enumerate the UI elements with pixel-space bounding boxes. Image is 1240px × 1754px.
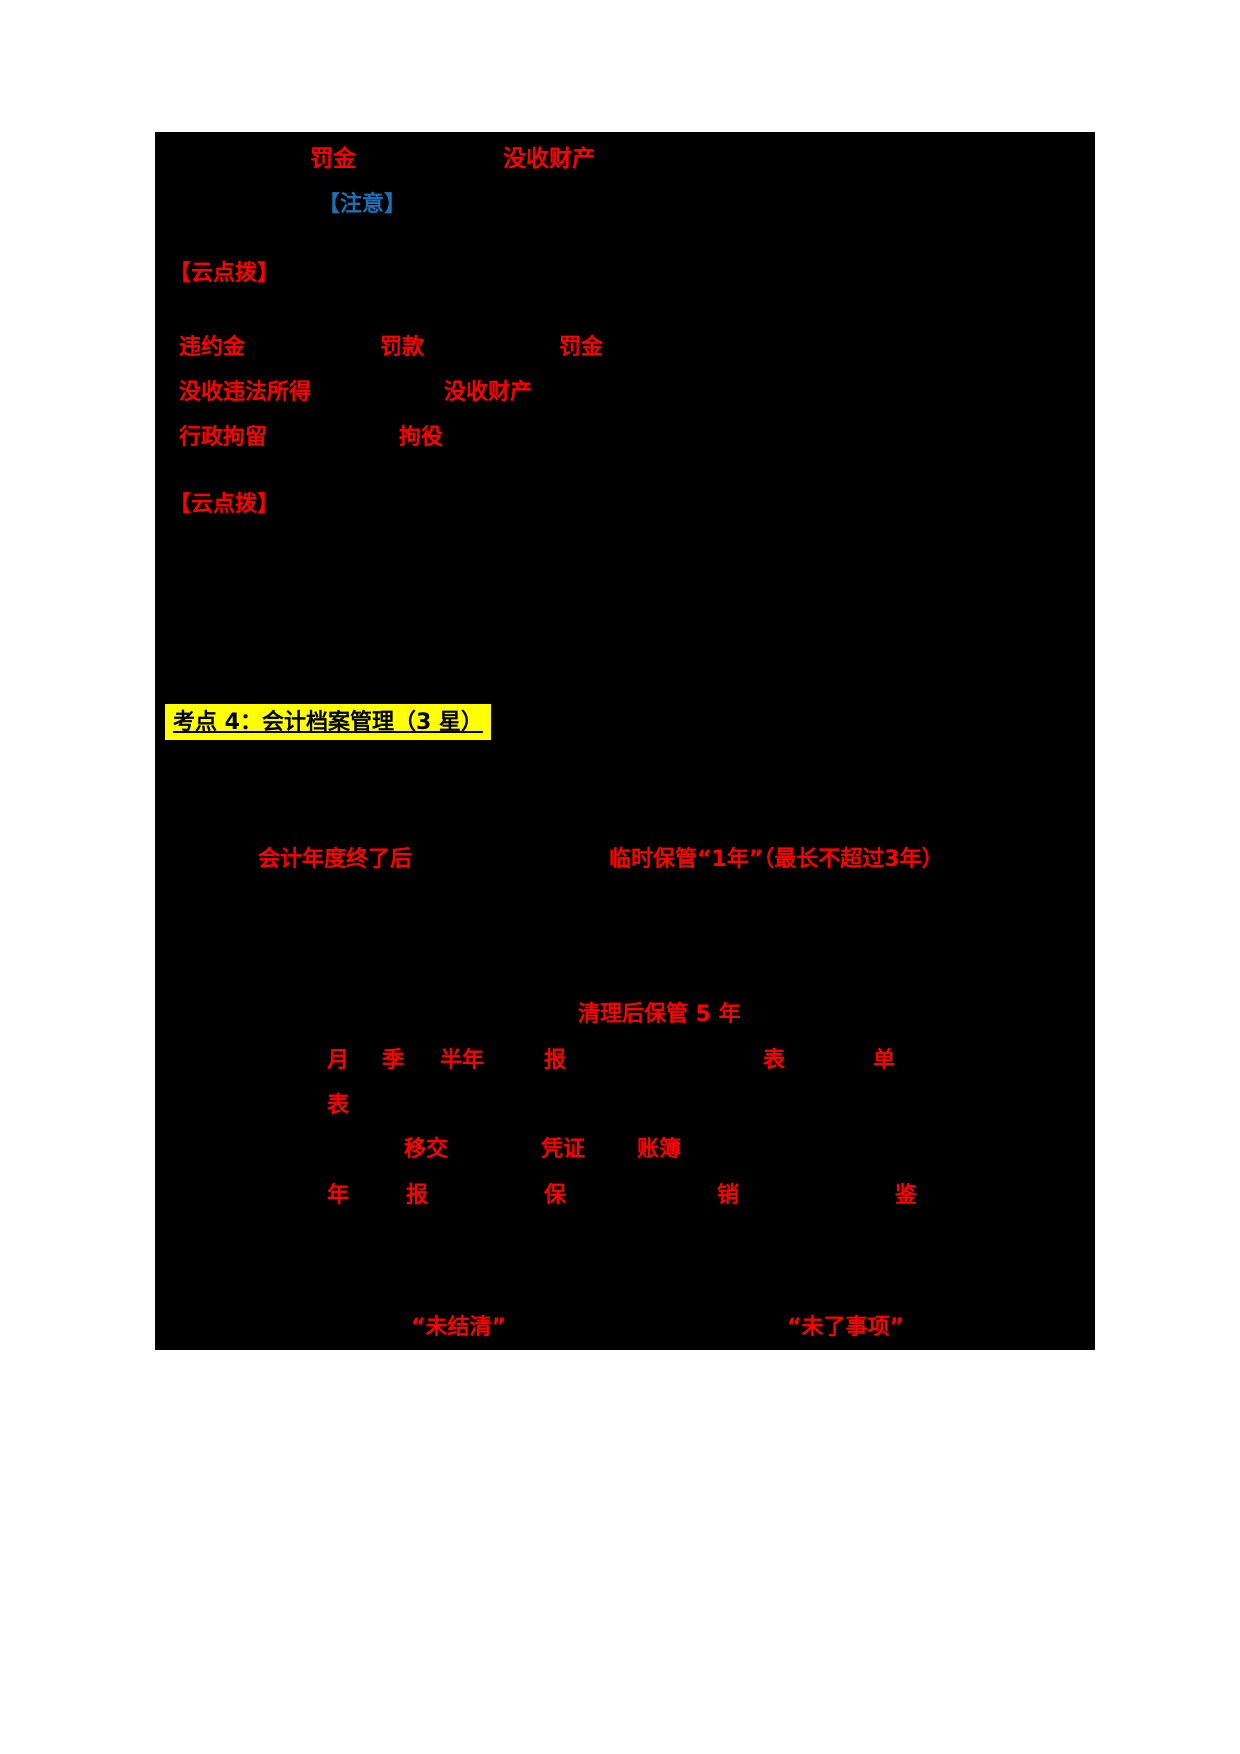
text-run: 鉴 <box>895 1183 918 1208</box>
text-run: 表 <box>763 1048 786 1073</box>
text-run: 【云点拨】 <box>169 492 280 517</box>
text-run: 没收违法所得 <box>179 380 312 405</box>
text-run: 账簿 <box>637 1137 682 1162</box>
text-run: 销 <box>717 1183 740 1208</box>
text-run: 半年 <box>440 1048 485 1073</box>
text-run: 【注意】 <box>318 192 407 217</box>
text-run: 凭证 <box>541 1137 586 1162</box>
text-run: “未了事项” <box>787 1315 904 1340</box>
text-run: 季 <box>382 1048 405 1073</box>
text-run: 保 <box>544 1183 567 1208</box>
section-heading-kaodian-4: 考点 4：会计档案管理（3 星） <box>165 704 491 741</box>
text-run: 清理后保管 5 年 <box>578 1002 741 1027</box>
text-run: 报 <box>406 1183 429 1208</box>
text-run: 没收财产 <box>503 146 595 172</box>
text-run: 移交 <box>404 1137 449 1162</box>
text-run: 表 <box>327 1093 350 1118</box>
text-run: 报 <box>544 1048 567 1073</box>
text-run: 月 <box>327 1048 350 1073</box>
text-run: 罚款 <box>380 335 425 360</box>
text-run: 年 <box>327 1183 350 1208</box>
redacted-content-block: 罚金没收财产【注意】【云点拨】违约金罚款罚金没收违法所得没收财产行政拘留拘役【云… <box>155 132 1095 1350</box>
text-run: 单 <box>873 1048 896 1073</box>
text-run: 【云点拨】 <box>169 261 280 286</box>
text-run: 拘役 <box>399 425 444 450</box>
text-run: 没收财产 <box>444 380 533 405</box>
text-run: 罚金 <box>559 335 604 360</box>
text-run: 会计年度终了后 <box>258 847 413 872</box>
text-run: 临时保管“1年”（最长不超过3年） <box>609 847 944 872</box>
text-run: 违约金 <box>179 335 246 360</box>
text-run: 罚金 <box>310 146 356 172</box>
text-run: 行政拘留 <box>179 425 268 450</box>
text-run: “未结清” <box>411 1315 506 1340</box>
